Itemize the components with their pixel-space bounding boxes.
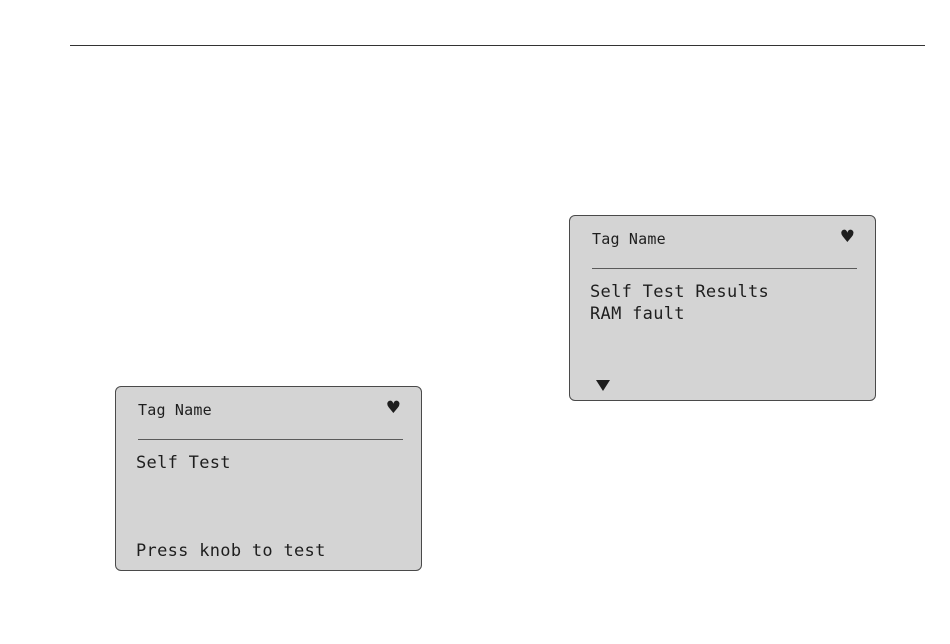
tag-name-label: Tag Name xyxy=(592,230,666,248)
page-header-rule xyxy=(70,45,925,46)
lcd-screen-self-test-results: Tag Name ♥ Self Test Results RAM fault xyxy=(569,215,876,401)
lcd-divider xyxy=(592,268,857,269)
lcd-divider xyxy=(138,439,403,440)
heart-icon: ♥ xyxy=(840,229,855,246)
down-arrow-icon xyxy=(596,380,610,391)
tag-name-label: Tag Name xyxy=(138,401,212,419)
screen-title: Self Test xyxy=(136,453,231,473)
result-text: RAM fault xyxy=(590,304,685,324)
lcd-screen-self-test: Tag Name ♥ Self Test Press knob to test xyxy=(115,386,422,571)
instruction-text: Press knob to test xyxy=(136,541,326,561)
screen-title: Self Test Results xyxy=(590,282,769,302)
heart-icon: ♥ xyxy=(386,400,401,417)
